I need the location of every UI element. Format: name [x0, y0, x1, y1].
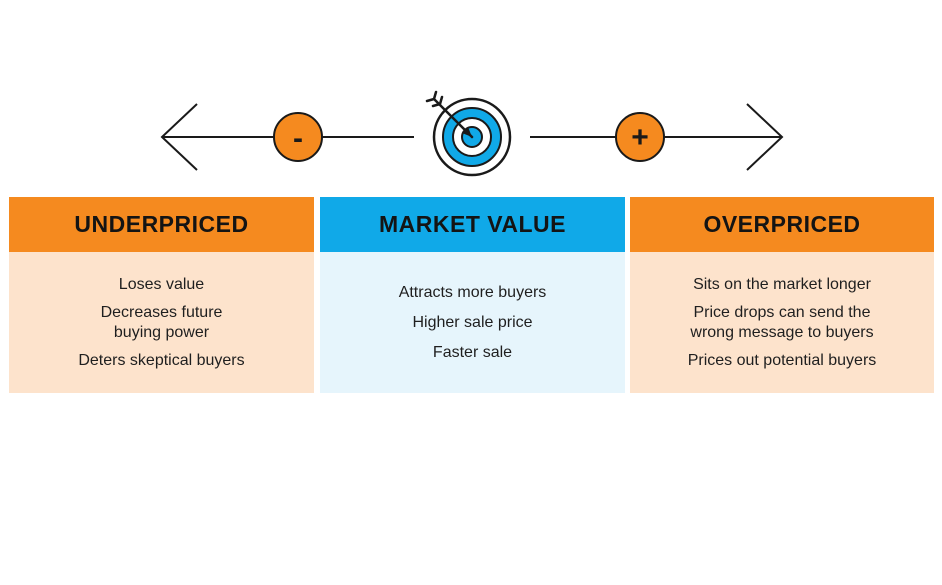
list-item: Price drops can send the wrong message t…: [690, 303, 874, 341]
dart-icon: [425, 90, 474, 139]
minus-sign-label: -: [293, 122, 303, 155]
plus-icon: +: [615, 112, 665, 162]
underpriced-column: UNDERPRICED Loses value Decreases future…: [9, 197, 314, 393]
list-item: Decreases future buying power: [100, 303, 223, 341]
minus-icon: -: [273, 112, 323, 162]
market-value-list: Attracts more buyers Higher sale price F…: [320, 252, 625, 393]
market-value-header: MARKET VALUE: [320, 197, 625, 252]
overpriced-list: Sits on the market longer Price drops ca…: [630, 252, 934, 393]
overpriced-header: OVERPRICED: [630, 197, 934, 252]
list-item: Sits on the market longer: [693, 275, 871, 293]
target-bullseye-icon: [425, 90, 512, 177]
list-item: Higher sale price: [412, 313, 533, 331]
underpriced-list: Loses value Decreases future buying powe…: [9, 252, 314, 393]
overpriced-column: OVERPRICED Sits on the market longer Pri…: [630, 197, 934, 393]
underpriced-header: UNDERPRICED: [9, 197, 314, 252]
list-item: Faster sale: [432, 343, 513, 361]
list-item: Loses value: [118, 275, 205, 293]
list-item: Deters skeptical buyers: [78, 351, 245, 369]
list-item: Prices out potential buyers: [687, 351, 877, 369]
market-value-column: MARKET VALUE Attracts more buyers Higher…: [320, 197, 625, 393]
list-item: Attracts more buyers: [398, 283, 547, 301]
plus-sign-label: +: [631, 121, 649, 154]
price-scale-graphic: - +: [160, 90, 784, 177]
